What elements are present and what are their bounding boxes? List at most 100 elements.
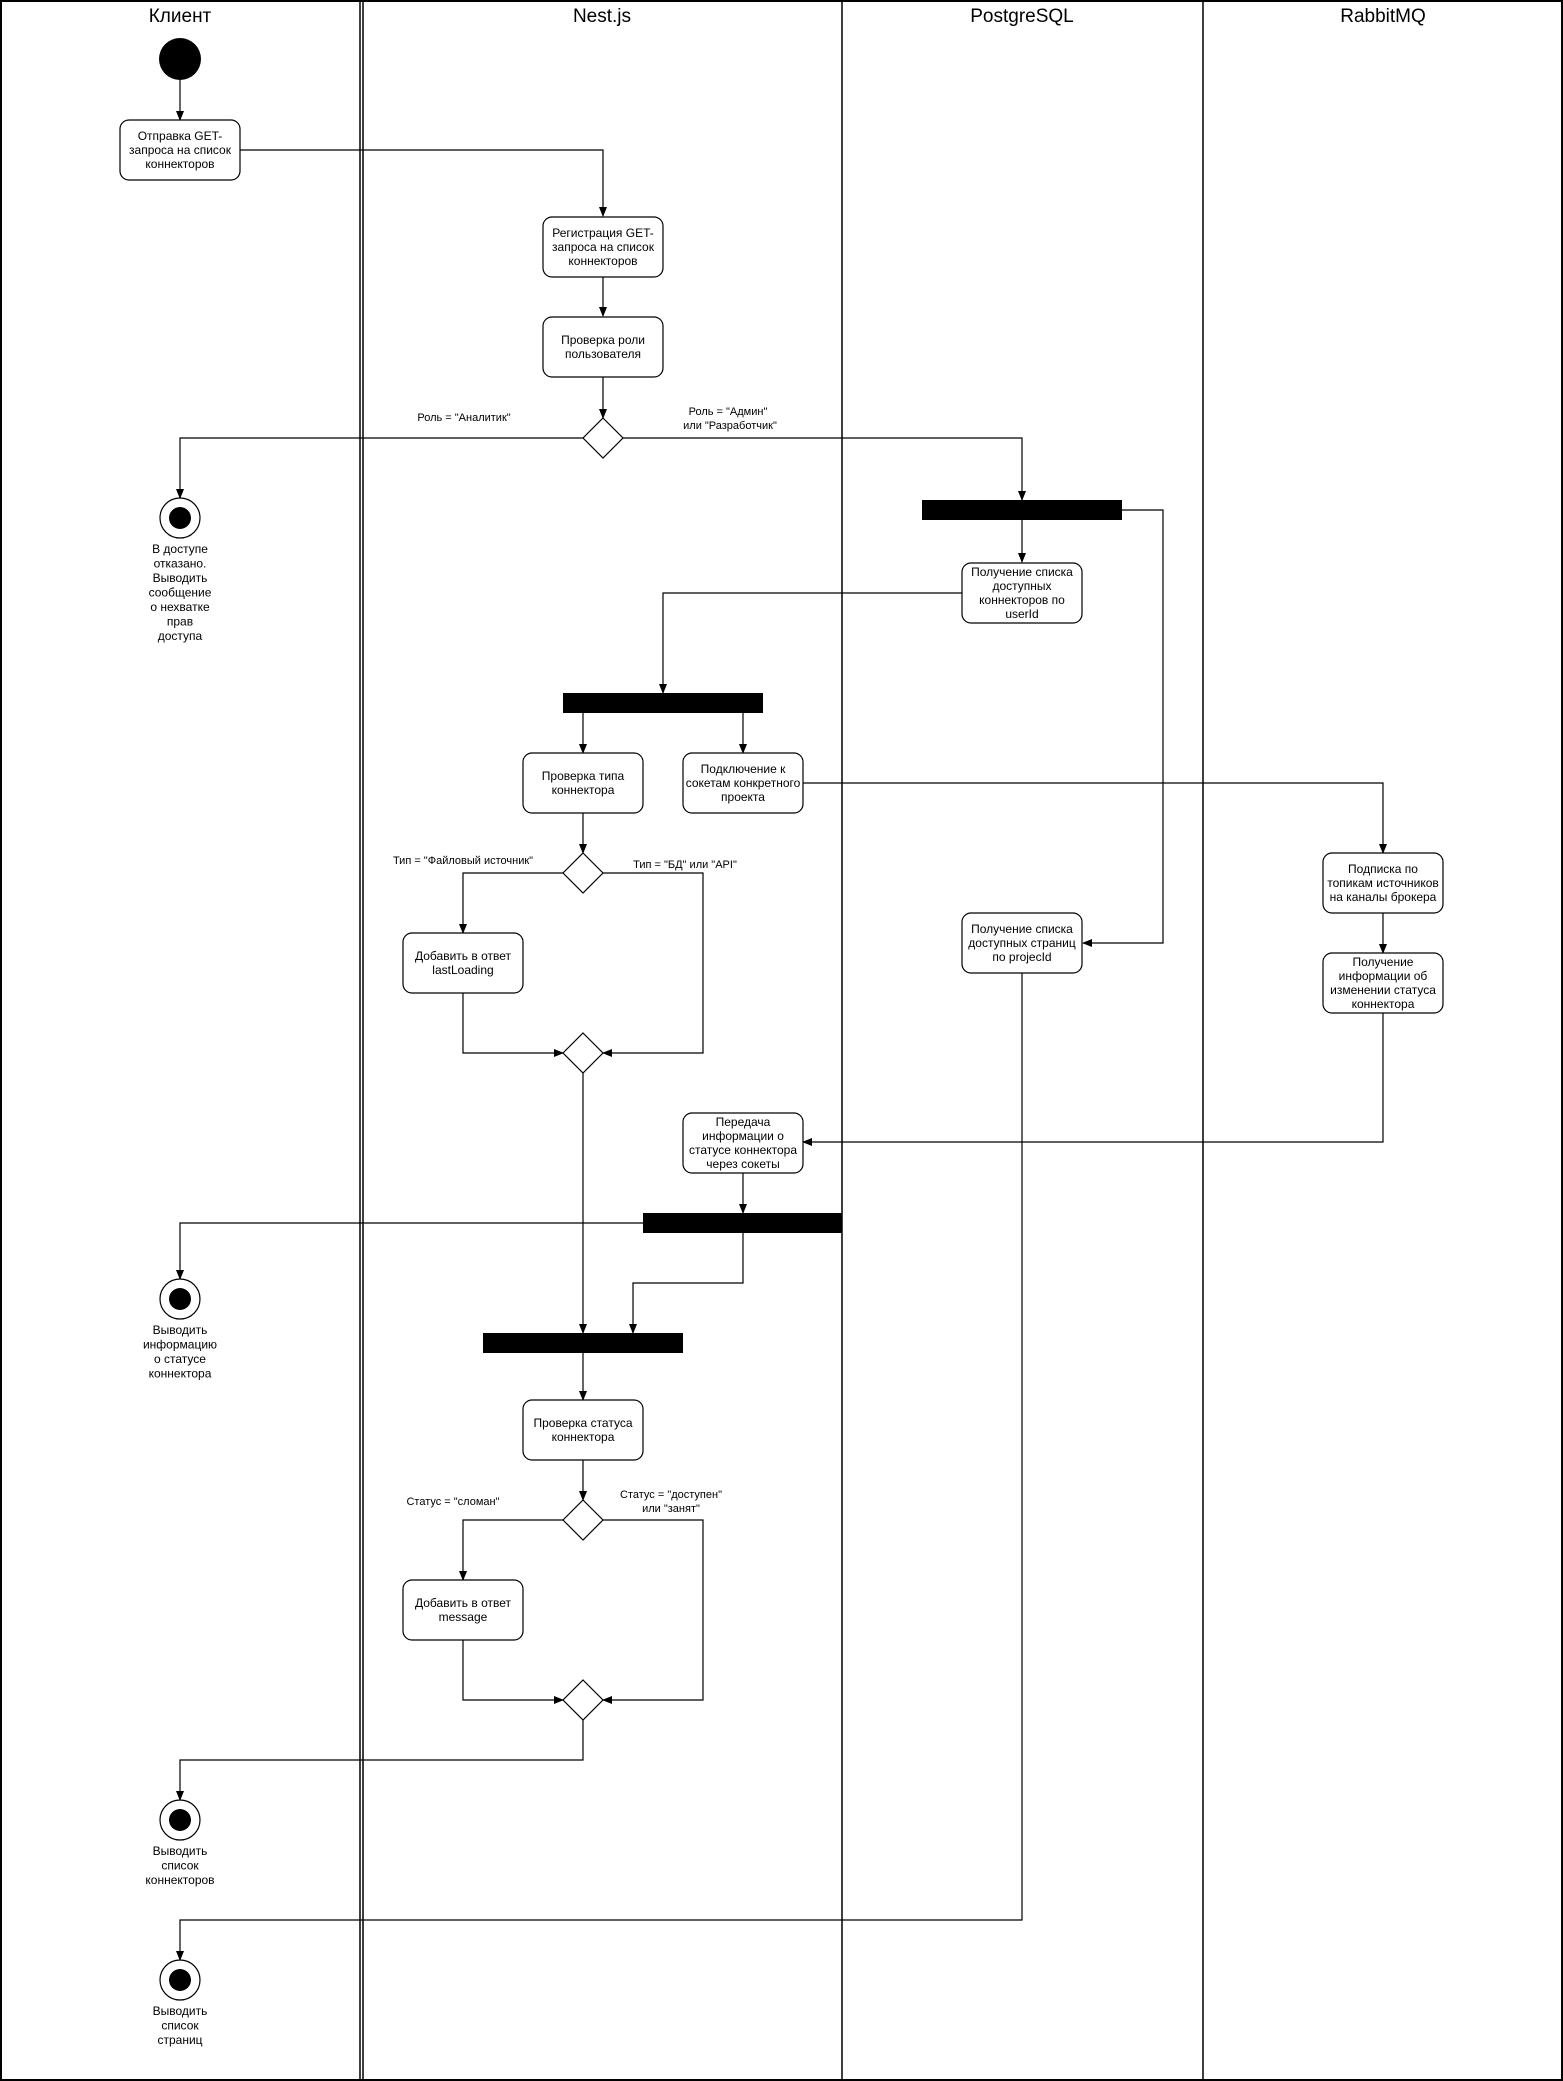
access-denied-text-line: отказано.: [154, 557, 207, 571]
get-connectors-text-line: userId: [1005, 607, 1038, 621]
access-denied-text-line: доступа: [158, 629, 203, 643]
final-node-page-list: [159, 1959, 201, 2001]
connect-sockets-text-line: сокетам конкретного: [686, 776, 801, 790]
flow-send-to-register: [240, 149, 607, 217]
transfer-status-text-line: Передача: [716, 1115, 771, 1129]
join-bar-status: [483, 1333, 683, 1353]
guard-role-admin-line2: или "Разработчик": [683, 420, 777, 432]
flow-db-api-type: [602, 872, 704, 1057]
subscribe-topics-text-line: Подписка по: [1348, 862, 1418, 876]
flow-pages-to-page-list: [176, 973, 1023, 1961]
check-type-text-line: коннектора: [552, 783, 615, 797]
check-type-text-line: Проверка типа: [542, 769, 625, 783]
flow-message-to-merge: [462, 1640, 564, 1704]
send-get-text-line: запроса на список: [129, 143, 232, 157]
receive-status-text-line: изменении статуса: [1330, 983, 1436, 997]
page-list-text-line: Выводить: [153, 2004, 208, 2018]
flow-status-broken: [459, 1519, 563, 1581]
add-lastloading-text-line: lastLoading: [432, 963, 493, 977]
get-pages-text-line: доступных страниц: [968, 936, 1076, 950]
flow-connectors-to-fork: [659, 592, 962, 694]
status-info-text-line: Выводить: [153, 1323, 208, 1337]
flow-merge-to-connector-list: [176, 1720, 584, 1801]
get-connectors-text-line: доступных: [992, 579, 1051, 593]
get-pages-text-line: по projecId: [992, 950, 1051, 964]
get-connectors-text-line: коннекторов по: [979, 593, 1065, 607]
status-info-text-line: коннектора: [149, 1367, 212, 1381]
guard-labels: Роль = "Аналитик" Роль = "Админ" или "Ра…: [393, 406, 777, 1515]
register-get-text-line: коннекторов: [568, 254, 637, 268]
send-get-text-line: Отправка GET-: [138, 129, 223, 143]
page-list-text-line: страниц: [157, 2033, 202, 2047]
check-role-text-line: Проверка роли: [561, 333, 645, 347]
add-lastloading-text-line: Добавить в ответ: [415, 949, 511, 963]
flow-file-type: [459, 872, 563, 934]
guard-status-available-line2: или "занят": [642, 1503, 700, 1515]
subscribe-topics-text-line: на каналы брокера: [1330, 890, 1437, 904]
register-get-text-line: Регистрация GET-: [552, 226, 653, 240]
lane-title-postgresql: PostgreSQL: [970, 6, 1074, 27]
merge-status: [562, 1679, 604, 1721]
check-status-text-line: коннектора: [552, 1430, 615, 1444]
lane-title-client: Клиент: [149, 6, 212, 27]
final-node-denied: [159, 497, 201, 539]
flow-receive-to-transfer: [802, 1013, 1384, 1146]
lane-title-nestjs: Nest.js: [573, 6, 631, 27]
flow-admin-fork: [623, 437, 1026, 501]
decision-type: [562, 852, 604, 894]
access-denied-text-line: В доступе: [152, 542, 208, 556]
flow-analyst-denied: [176, 437, 583, 499]
flow-fork-to-status-info: [176, 1222, 643, 1280]
decision-role: [582, 417, 624, 459]
transfer-status-text-line: через сокеты: [706, 1157, 779, 1171]
action-register-get-request: Регистрация GET-запроса на списокконнект…: [542, 216, 664, 278]
guard-role-admin-line1: Роль = "Админ": [689, 406, 768, 418]
decision-status: [562, 1499, 604, 1541]
flow-status-available: [602, 1519, 704, 1704]
page-list-text-line: список: [161, 2019, 199, 2033]
connector-list-text-line: коннекторов: [145, 1873, 214, 1887]
status-info-text-line: о статусе: [154, 1352, 206, 1366]
guard-status-available-line1: Статус = "доступен": [620, 1489, 722, 1501]
get-pages-text-line: Получение списка: [971, 922, 1073, 936]
join-fork-bar-nestjs: [563, 693, 763, 713]
receive-status-text-line: информации об: [1339, 969, 1428, 983]
flow-lastloading-to-merge: [462, 993, 564, 1057]
flow-fork-to-pages: [1082, 509, 1164, 947]
action-send-get-request: Отправка GET-запроса на списокконнекторо…: [119, 119, 241, 181]
guard-type-db-api: Тип = "БД" или "API": [633, 859, 737, 871]
fork-bar-sockets: [643, 1213, 842, 1233]
lane-title-rabbitmq: RabbitMQ: [1340, 6, 1426, 27]
access-denied-text-line: сообщение: [149, 586, 212, 600]
connector-list-text-line: Выводить: [153, 1844, 208, 1858]
access-denied-text-line: Выводить: [153, 571, 208, 585]
final-node-connector-list: [159, 1799, 201, 1841]
initial-node: [159, 38, 201, 80]
guard-status-broken: Статус = "сломан": [406, 1496, 499, 1508]
add-message-text-line: Добавить в ответ: [415, 1596, 511, 1610]
guard-type-file: Тип = "Файловый источник": [393, 855, 533, 867]
transfer-status-text-line: статусе коннектора: [689, 1143, 797, 1157]
final-node-status-info: [159, 1278, 201, 1320]
access-denied-text-line: о нехватке: [150, 600, 210, 614]
check-status-text-line: Проверка статуса: [533, 1416, 632, 1430]
receive-status-text-line: Получение: [1353, 955, 1414, 969]
control-flows: [176, 80, 1387, 1961]
send-get-text-line: коннекторов: [145, 157, 214, 171]
connector-list-text-line: список: [161, 1859, 199, 1873]
merge-type: [562, 1032, 604, 1074]
